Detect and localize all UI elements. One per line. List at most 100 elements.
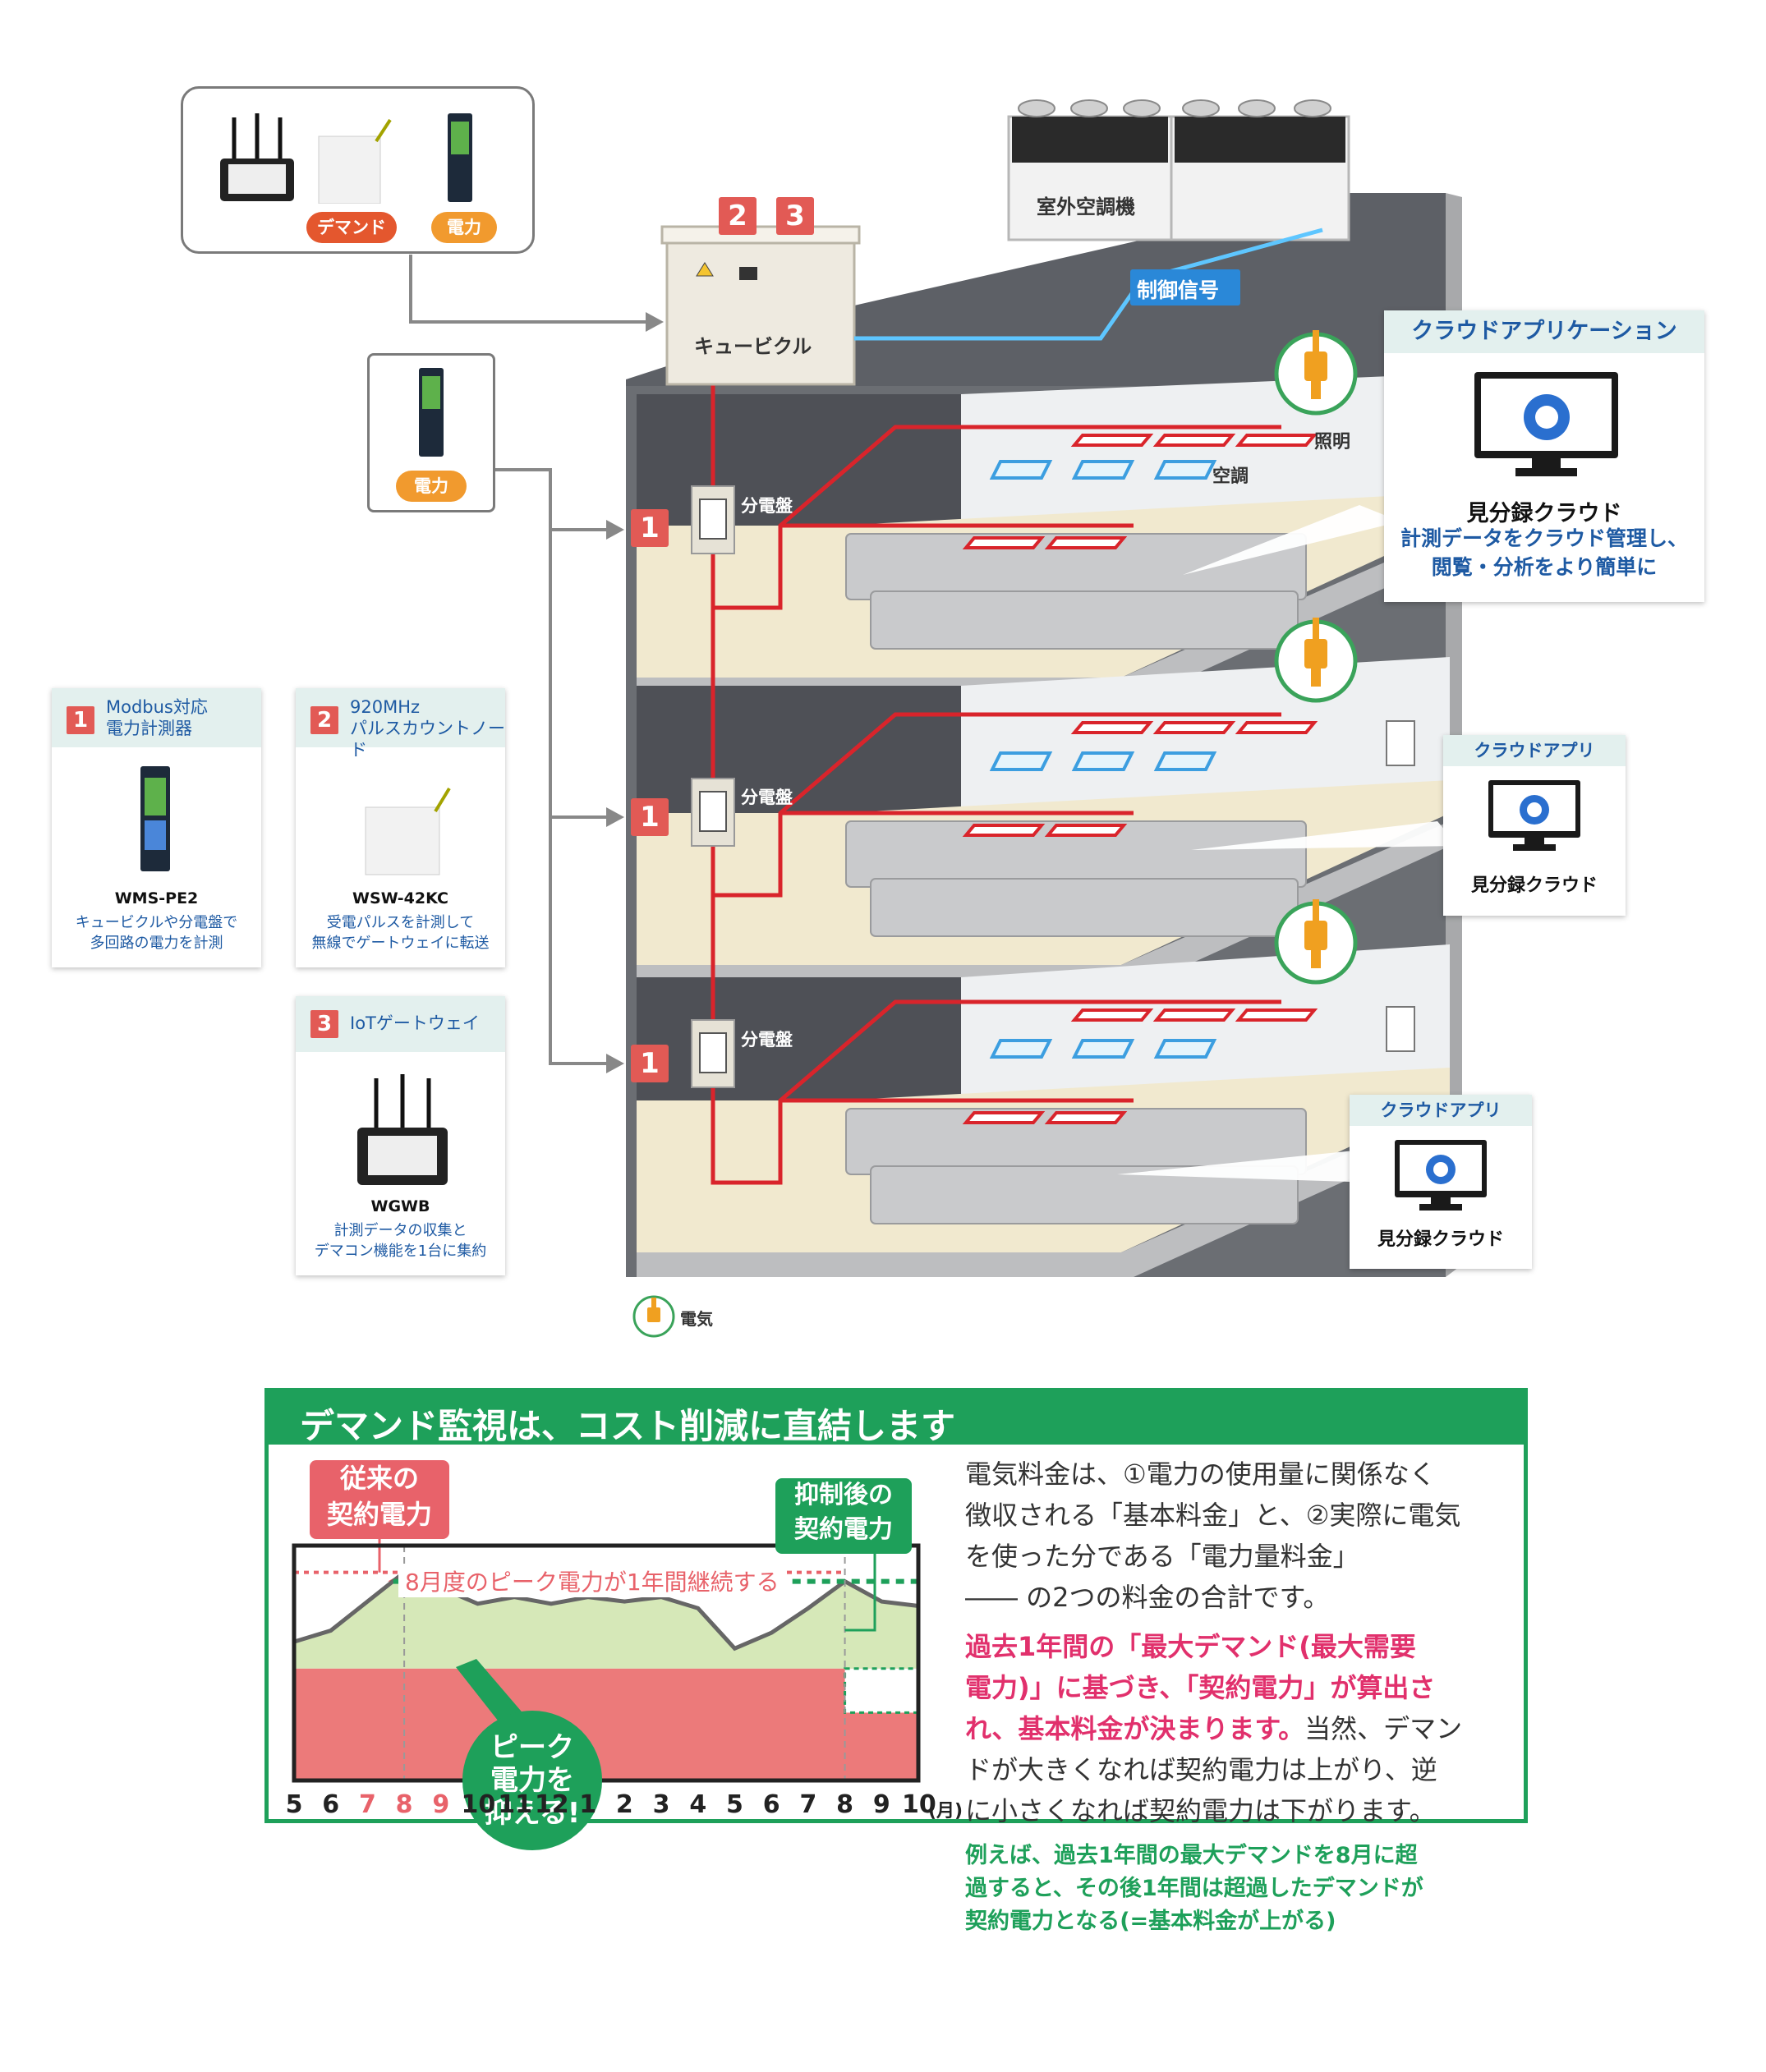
explanation-paragraph-1: 電気料金は、①電力の使用量に関係なく 徴収される「基本料金」と、②実際に電気 を…: [965, 1454, 1460, 1618]
cloud-app-card-floor-3: クラウドアプリ 見分録クラウド: [1350, 1095, 1532, 1269]
para2-line-4: ドが大きくなれば契約電力は上がり、逆: [965, 1754, 1437, 1785]
cloud-app-card-floor-2: クラウドアプリ 見分録クラウド: [1443, 735, 1626, 916]
para2-line-3b: 当然、デマン: [1304, 1713, 1463, 1744]
cloud-desc-line-1: 計測データをクラウド管理し、: [1400, 526, 1688, 550]
product-title-line-1: IoTゲートウェイ: [350, 1013, 480, 1033]
para2-line-5: に小さくなれば契約電力は下がります。: [965, 1795, 1436, 1826]
cloud-application-card: クラウドアプリケーション 見分録クラウド 計測データをクラウド管理し、 閲覧・分…: [1384, 310, 1704, 602]
para2-line-1: 過去1年間の「最大デマンド(最大需要: [965, 1631, 1416, 1662]
lighting-label: 照明: [1314, 432, 1351, 453]
lighting-fixtures: [962, 434, 1318, 1124]
cubicle-number-3: 3: [776, 197, 814, 235]
aircon-label: 空調: [1212, 466, 1249, 487]
control-signal-label: 制御信号: [1137, 278, 1220, 302]
bubble-pointer: [456, 1659, 526, 1725]
product-model: WGWB: [370, 1197, 430, 1215]
connector-arrows: [409, 255, 649, 1065]
demand-label: デマンド: [306, 212, 397, 243]
para1-line-2: 徴収される「基本料金」と、②実際に電気: [965, 1500, 1461, 1531]
para2-line-3a: れ、基本料金が決まります。: [965, 1713, 1305, 1744]
devices-group-top: デマンド 電力: [181, 86, 535, 254]
month-tick-label: 11: [498, 1790, 532, 1819]
month-tick-label: 2: [615, 1790, 633, 1819]
previous-callout-line-1: 従来の: [339, 1463, 419, 1494]
para2-line-2: 電力)」に基づき、「契約電力」が算出さ: [965, 1672, 1436, 1703]
month-tick-label: 8: [395, 1790, 413, 1819]
office-desks: [845, 533, 1307, 1224]
meter-image: [140, 766, 170, 871]
cloud-desc-line-2: 閲覧・分析をより簡単に: [1431, 555, 1658, 579]
demand-title-bar: デマンド監視は、コスト削減に直結します: [269, 1392, 1524, 1446]
previous-callout-line-2: 契約電力: [326, 1499, 432, 1530]
reduced-callout-leader: [844, 1554, 876, 1632]
chart-frame: [292, 1543, 921, 1783]
month-tick-label: 6: [322, 1790, 340, 1819]
para1-line-4: ―― の2つの料金の合計です。: [965, 1582, 1330, 1613]
para3-line-3: 契約電力となる(=基本料金が上がる): [965, 1909, 1336, 1934]
para3-line-2: 過すると、その後1年間は超過したデマンドが: [965, 1876, 1423, 1901]
reduced-callout-line-1: 抑制後の: [794, 1481, 893, 1509]
month-tick-label: 3: [652, 1790, 670, 1819]
product-desc-line-1: キュービクルや分電盤で: [75, 914, 238, 931]
para3-line-1: 例えば、過去1年間の最大デマンドを8月に超: [965, 1843, 1418, 1868]
power-meter-image: [419, 368, 444, 457]
aircon-units: [989, 460, 1217, 1059]
floor-marker-2: 1: [631, 798, 669, 836]
devices-group-floor: 電力: [367, 353, 495, 512]
cubicle-label: キュービクル: [694, 335, 812, 358]
para1-line-3: を使った分である「電力量料金」: [965, 1541, 1359, 1572]
product-title-line-2: パルスカウントノード: [350, 719, 505, 760]
cloud-app-name: 見分録クラウド: [1377, 1229, 1504, 1250]
outdoor-aircon-units: [1007, 99, 1350, 241]
control-signal-badge: [1130, 269, 1240, 306]
reduced-contract-callout: 抑制後の 契約電力: [775, 1478, 912, 1554]
month-tick-label: 7: [358, 1790, 376, 1819]
plug-icons: [632, 330, 1358, 1338]
cloud-app-header: クラウドアプリ: [1350, 1095, 1532, 1126]
floor-marker-3: 1: [631, 1045, 669, 1082]
bubble-line-2: 電力を: [490, 1764, 574, 1797]
floor-marker-1: 1: [631, 509, 669, 547]
product-title-line-1: Modbus対応: [106, 697, 208, 717]
product-number: 3: [310, 1010, 338, 1038]
cubicle: [660, 225, 861, 386]
month-tick-label: 5: [726, 1790, 743, 1819]
month-tick-label: 9: [872, 1790, 890, 1819]
product-number: 1: [67, 706, 94, 734]
panel-label-floor-1: 分電盤: [741, 496, 793, 516]
product-desc-line-2: 多回路の電力を計測: [90, 935, 223, 952]
cloud-card-header: クラウドアプリケーション: [1384, 310, 1704, 353]
panel-label-floor-2: 分電盤: [741, 788, 793, 807]
product-title-line-1: 920MHz: [350, 697, 421, 717]
monitor-cloud-icon: [1474, 372, 1618, 476]
product-title-line-2: 電力計測器: [106, 719, 192, 738]
para1-line-1: 電気料金は、①電力の使用量に関係なく: [965, 1459, 1436, 1490]
product-desc-line-1: 計測データの収集と: [333, 1222, 467, 1239]
demand-title: デマンド監視は、コスト削減に直結します: [300, 1406, 956, 1446]
month-tick-label: 6: [762, 1790, 780, 1819]
power-label: 電力: [396, 471, 467, 502]
panel-label-floor-3: 分電盤: [741, 1030, 793, 1050]
usage-line: [293, 1569, 919, 1652]
distribution-panels: [691, 485, 735, 1088]
reduced-base-fee-box: [844, 1667, 920, 1714]
product-card-3: 3 IoTゲートウェイ WGWB 計測データの収集と デマコン機能を1台に集約: [296, 996, 505, 1275]
month-tick-label: 1: [579, 1790, 597, 1819]
product-desc-line-2: 無線でゲートウェイに転送: [311, 935, 490, 952]
base-fee-label: 基本料金: [559, 1888, 684, 1924]
bubble-line-3: 抑える!: [484, 1797, 581, 1830]
control-signal-line: [854, 227, 1323, 341]
previous-contract-callout: 従来の 契約電力: [310, 1460, 449, 1539]
cloud-service-name: 見分録クラウド: [1466, 501, 1622, 526]
month-tick-label: 5: [285, 1790, 303, 1819]
product-card-2: 2 920MHz パルスカウントノード WSW-42KC 受電パルスを計測して …: [296, 688, 505, 967]
wall-outlets: [1386, 720, 1415, 1052]
gateway-image: [357, 1074, 448, 1185]
cloud-app-name: 見分録クラウド: [1470, 875, 1598, 896]
base-fee-area: [294, 1668, 918, 1780]
bubble-line-1: ピーク: [490, 1731, 574, 1764]
product-desc-line-1: 受電パルスを計測して: [326, 914, 475, 931]
monitor-cloud-icon: [1488, 780, 1580, 851]
explanation-paragraph-2: 過去1年間の「最大デマンド(最大需要 電力)」に基づき、「契約電力」が算出さ れ…: [965, 1626, 1462, 1831]
